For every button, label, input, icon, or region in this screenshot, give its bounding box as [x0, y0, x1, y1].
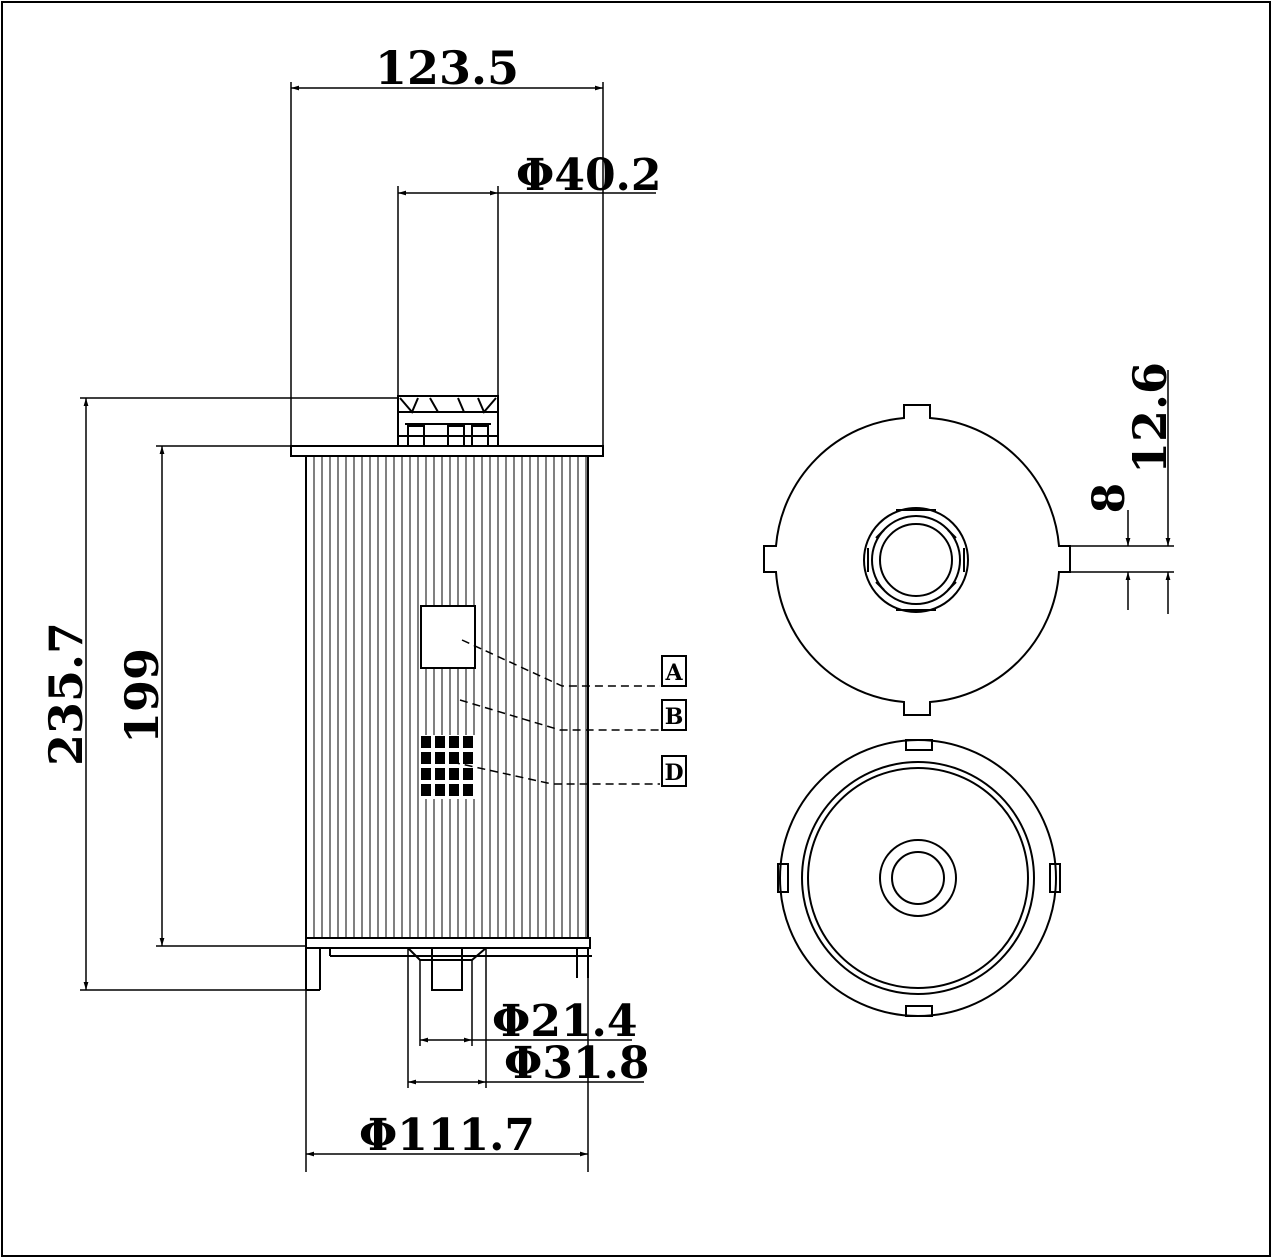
dim-tab-width-text: 8 — [1084, 483, 1135, 514]
dim-tab-offset-text: 12.6 — [1123, 362, 1177, 474]
dim-bottom-inner-diameter-text: Φ21.4 — [492, 996, 638, 1047]
top-view — [763, 404, 1071, 716]
dim-top-outlet-diameter: Φ40.2 — [397, 150, 662, 396]
dim-body-diameter-text: Φ111.7 — [359, 1110, 535, 1161]
dim-overall-height-text: 235.7 — [39, 622, 93, 766]
grid-cell — [463, 752, 473, 764]
grid-cell — [463, 768, 473, 780]
grid-cell — [421, 784, 431, 796]
pleat-lines — [313, 456, 587, 938]
dim-bottom-outer-diameter-text: Φ31.8 — [504, 1038, 650, 1089]
label-area-a — [420, 605, 476, 669]
dim-overall-height: 235.7 — [39, 397, 398, 991]
grid-cell — [449, 768, 459, 780]
dim-tab: 8 12.6 — [1070, 362, 1177, 614]
callout-tag-b-text: B — [665, 704, 684, 730]
dim-overall-width-text: 123.5 — [375, 41, 519, 95]
side-view — [290, 395, 604, 991]
grid-cell — [435, 736, 445, 748]
callout-tag-d: D — [661, 755, 687, 787]
callout-leaders — [451, 639, 660, 785]
grid-cell — [421, 768, 431, 780]
grid-area-d — [420, 735, 476, 799]
grid-cell — [421, 736, 431, 748]
callout-tag-a-text: A — [664, 660, 683, 686]
callout-tag-a: A — [661, 655, 687, 687]
grid-cell — [449, 784, 459, 796]
top-cap-plate — [290, 445, 604, 457]
grid-cell — [435, 784, 445, 796]
grid-cell — [463, 784, 473, 796]
grid-cell — [435, 768, 445, 780]
bottom-view — [777, 739, 1061, 1017]
grid-cell — [421, 752, 431, 764]
grid-cell — [449, 752, 459, 764]
callout-tag-b: B — [661, 699, 687, 731]
dim-element-height-text: 199 — [115, 648, 169, 744]
dim-overall-width: 123.5 — [290, 41, 604, 446]
dim-bottom-inner-diameter: Φ21.4 — [419, 960, 638, 1047]
dim-top-outlet-diameter-text: Φ40.2 — [516, 150, 662, 201]
callout-tag-d-text: D — [664, 760, 683, 786]
dim-body-diameter: Φ111.7 — [305, 978, 589, 1172]
grid-cell — [449, 736, 459, 748]
grid-cell — [435, 752, 445, 764]
grid-cell — [463, 736, 473, 748]
bottom-end-cap — [305, 937, 592, 991]
dim-element-height: 199 — [115, 445, 306, 947]
dim-bottom-outer-diameter: Φ31.8 — [407, 948, 650, 1089]
top-outlet-fitting — [397, 395, 499, 447]
top-view-outline — [763, 404, 1071, 716]
